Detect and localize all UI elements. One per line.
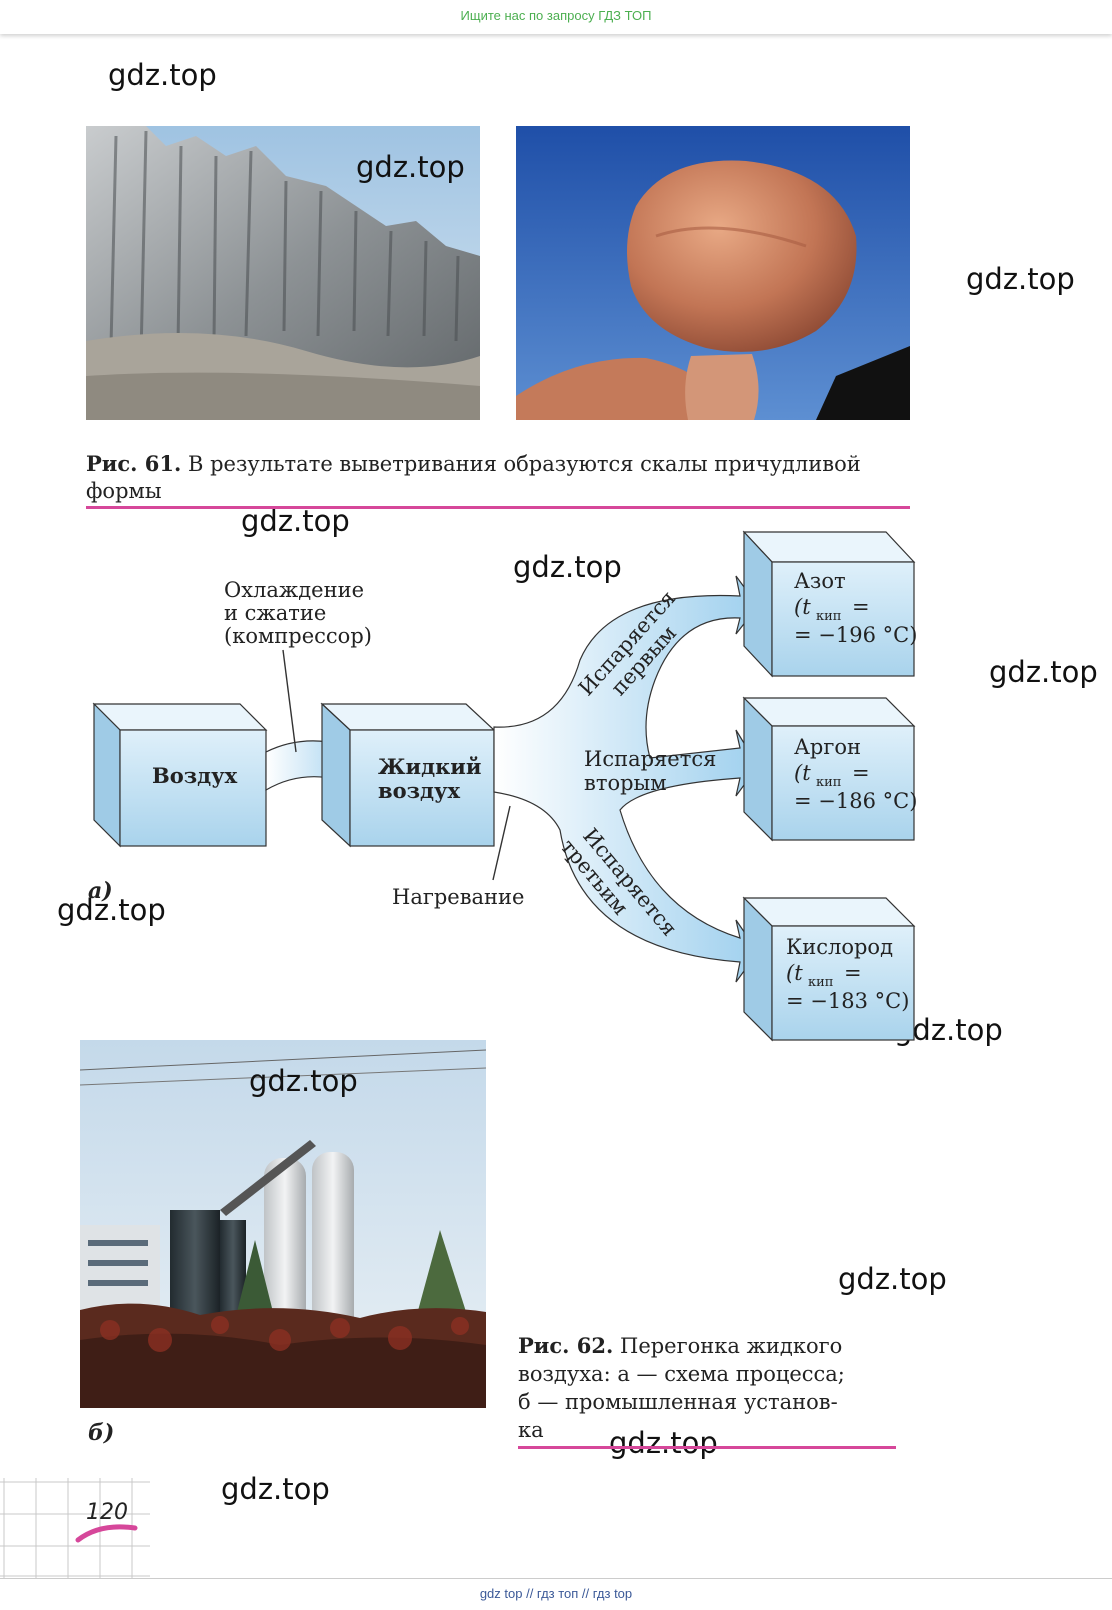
watermark: gdz.top (221, 1472, 330, 1506)
liquid-air-diagram: Воздух Жидкий воздух Охлаждение и сжатие… (92, 530, 917, 1042)
box-oxygen (742, 896, 916, 1042)
top-banner: Ищите нас по запросу ГДЗ ТОП (0, 0, 1112, 34)
box-liquid-air (320, 702, 496, 848)
fig61-caption: Рис. 61. В результате выветривания образ… (86, 450, 898, 505)
plant-photo (80, 1040, 486, 1408)
fig62-caption: Рис. 62. Перегонка жидкого воздуха: а — … (518, 1332, 908, 1444)
oxygen-eq: = (844, 961, 862, 985)
watermark: gdz.top (838, 1262, 947, 1296)
watermark: gdz.top (609, 1426, 718, 1460)
fig62-label: Рис. 62. (518, 1333, 614, 1358)
air-label: Воздух (152, 763, 238, 788)
fig61-label: Рис. 61. (86, 451, 182, 476)
watermark: gdz.top (108, 58, 217, 92)
argon-temp: = −186 °С) (794, 789, 917, 813)
nitrogen-t: (t (794, 595, 811, 619)
cooling-label-1: Охлаждение (224, 578, 364, 602)
evap-second-label-2: вторым (584, 771, 667, 795)
heating-label: Нагревание (392, 885, 524, 909)
mushroom-rock-photo (516, 126, 910, 420)
top-banner-text: Ищите нас по запросу ГДЗ ТОП (460, 8, 652, 23)
box-air (92, 702, 268, 848)
watermark: gdz.top (513, 550, 622, 584)
cooling-label-2: и сжатие (224, 601, 326, 625)
watermark: gdz.top (989, 655, 1098, 689)
nitrogen-sub: кип (816, 609, 841, 624)
liquid-air-label-1: Жидкий (378, 754, 481, 779)
caption-rule (86, 506, 910, 509)
argon-eq: = (852, 761, 870, 785)
box-nitrogen (742, 530, 916, 678)
argon-sub: кип (816, 775, 841, 790)
cooling-label-3: (компрессор) (224, 624, 372, 648)
footer-links[interactable]: gdz top // гдз топ // гдз top (479, 1586, 633, 1601)
watermark: gdz.top (249, 1064, 358, 1098)
caption-rule (518, 1446, 896, 1449)
fig62-line3: б — промышленная установ- (518, 1390, 838, 1414)
oxygen-sub: кип (808, 975, 833, 990)
fig62-line2: воздуха: а — схема процесса; (518, 1362, 845, 1386)
cliffs-photo (86, 126, 480, 420)
fig61-text: В результате выветривания образуются ска… (86, 452, 861, 503)
oxygen-label: Кислород (786, 935, 893, 959)
watermark: gdz.top (356, 150, 465, 184)
watermark: gdz.top (966, 262, 1075, 296)
branching-arrows (493, 575, 759, 983)
fig62-line1: Перегонка жидкого (620, 1334, 843, 1358)
fig62-line4: ка (518, 1418, 544, 1442)
cooling-pointer-line (282, 649, 297, 753)
watermark: gdz.top (241, 504, 350, 538)
nitrogen-eq: = (852, 595, 870, 619)
oxygen-t: (t (786, 961, 803, 985)
liquid-air-label-2: воздух (378, 778, 460, 803)
photo-label-b: б) (88, 1420, 115, 1446)
footer: gdz top // гдз топ // гдз top (0, 1578, 1112, 1610)
page-number: 120 (86, 1500, 128, 1525)
evap-second-label-1: Испаряется (584, 747, 716, 771)
box-argon (742, 696, 916, 842)
diagram-label-a: а) (88, 878, 113, 904)
nitrogen-temp: = −196 °С) (794, 623, 917, 647)
heating-pointer-line (492, 805, 511, 881)
argon-label: Аргон (794, 735, 861, 759)
argon-t: (t (794, 761, 811, 785)
nitrogen-label: Азот (794, 569, 846, 593)
page-grid-corner (0, 1478, 150, 1578)
oxygen-temp: = −183 °С) (786, 989, 909, 1013)
watermark: gdz.top (57, 893, 166, 927)
